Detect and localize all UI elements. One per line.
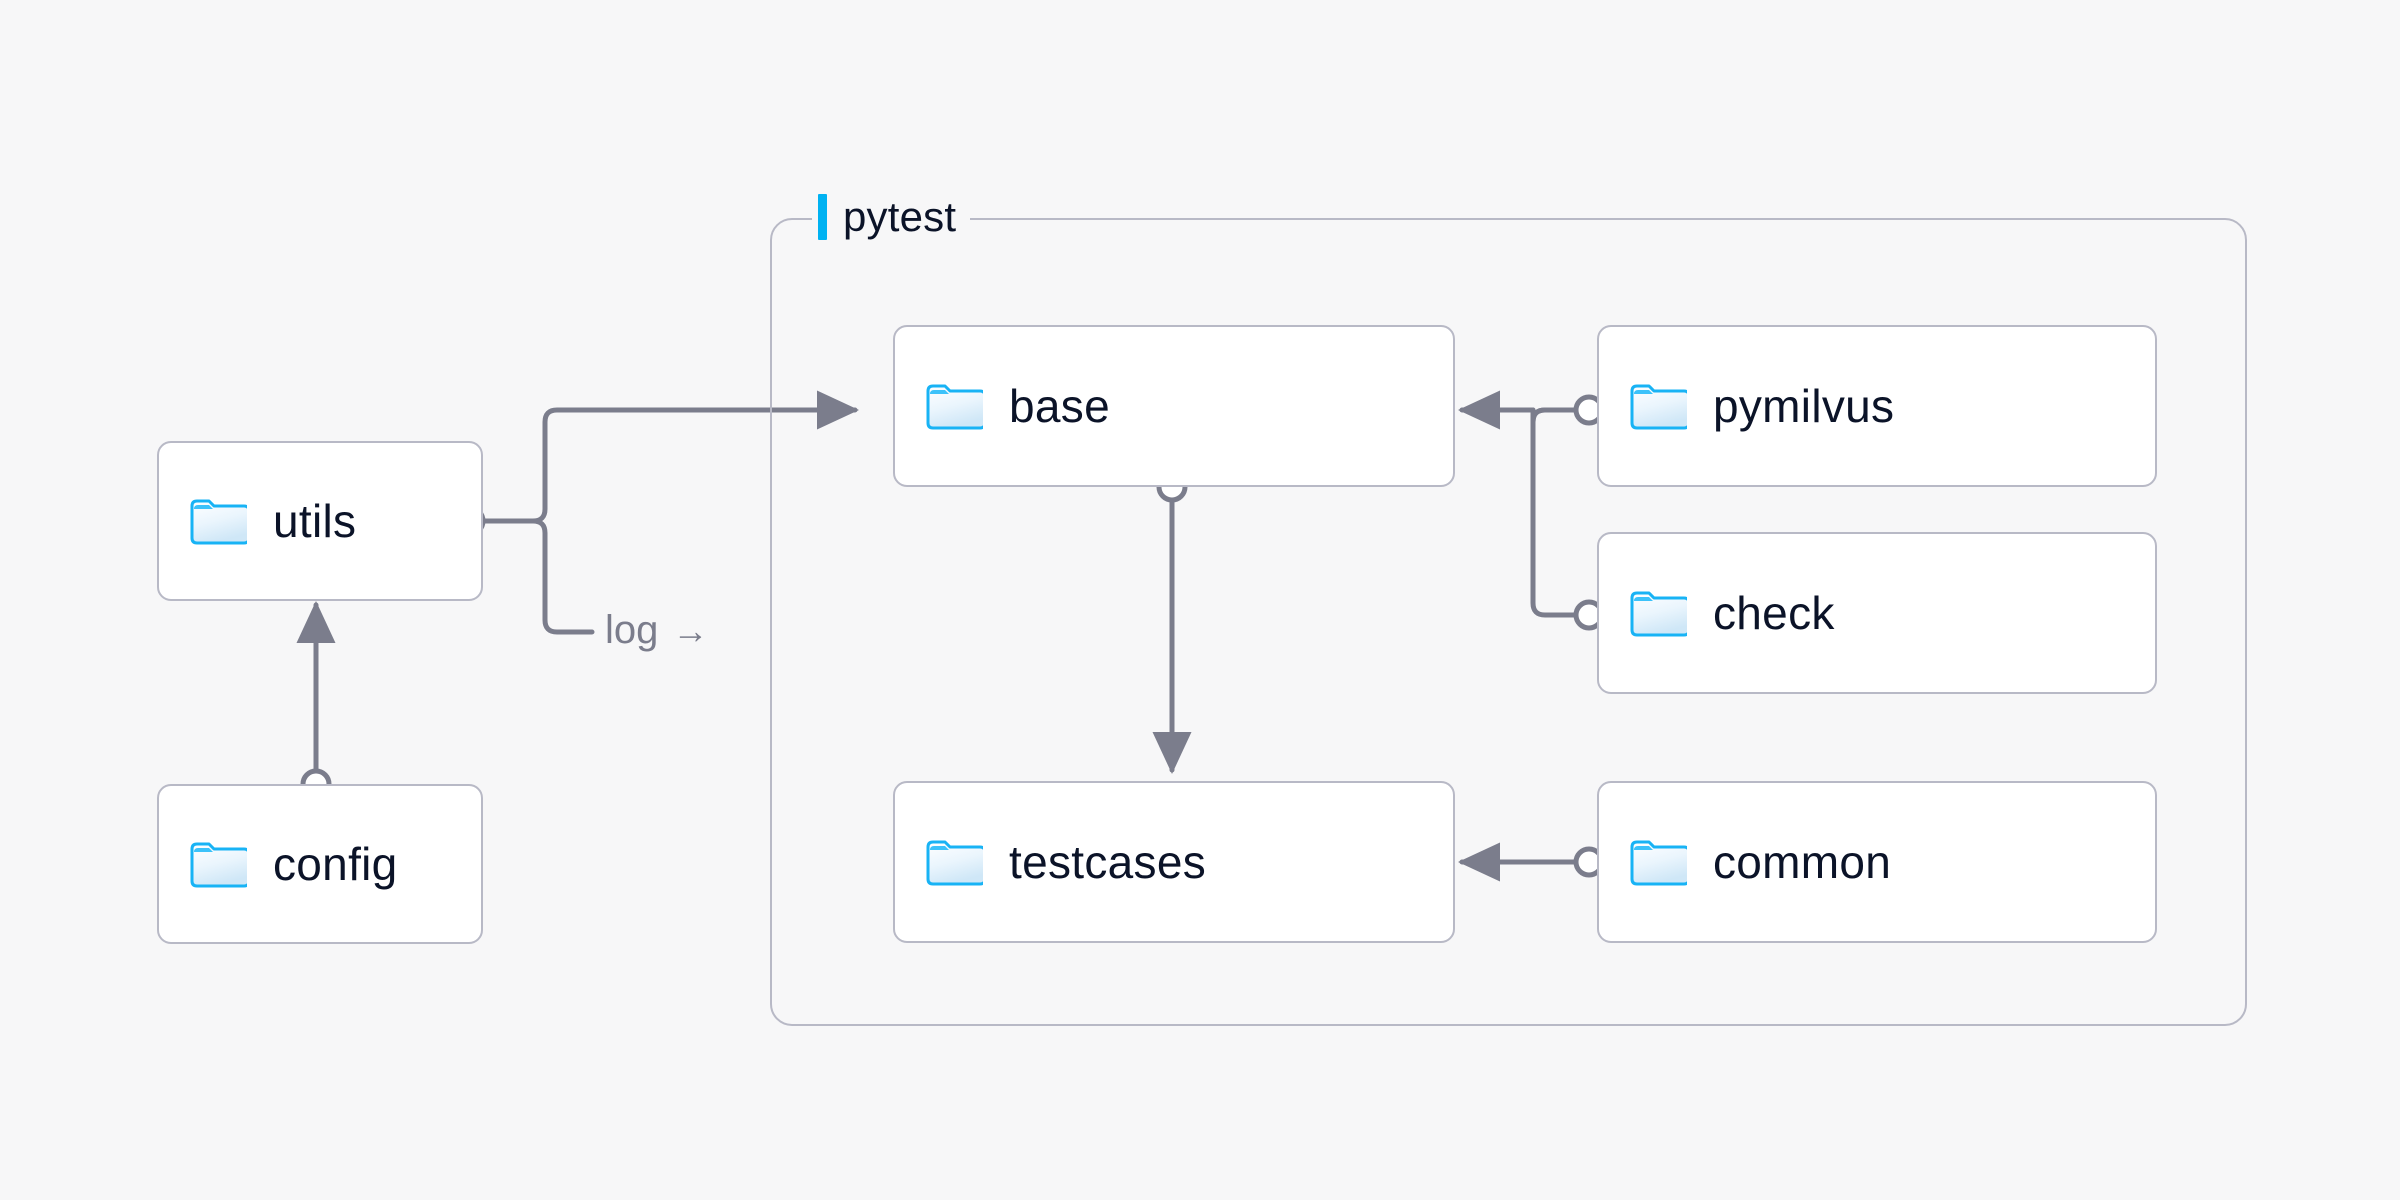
folder-icon — [1630, 384, 1687, 430]
node-common[interactable]: common — [1597, 781, 2157, 943]
node-config-label: config — [273, 838, 398, 890]
edge-utils-to-log — [517, 518, 595, 635]
node-testcases[interactable]: testcases — [893, 781, 1455, 943]
node-config[interactable]: config — [157, 784, 483, 944]
pytest-group-container — [770, 218, 2247, 1026]
folder-icon — [1630, 591, 1687, 637]
node-check-label: check — [1713, 587, 1835, 639]
edge-label-log: log → — [605, 608, 708, 653]
node-base[interactable]: base — [893, 325, 1455, 487]
pytest-group-label: pytest — [812, 190, 971, 244]
folder-icon — [926, 384, 983, 430]
folder-icon — [926, 840, 983, 886]
edge-label-log-text: log — [605, 608, 659, 652]
node-common-label: common — [1713, 836, 1892, 888]
node-check[interactable]: check — [1597, 532, 2157, 694]
folder-icon — [1630, 840, 1687, 886]
folder-icon — [190, 842, 247, 888]
node-base-label: base — [1009, 380, 1110, 432]
accent-bar-icon — [818, 194, 827, 240]
node-utils[interactable]: utils — [157, 441, 483, 601]
node-testcases-label: testcases — [1009, 836, 1207, 888]
node-pymilvus-label: pymilvus — [1713, 380, 1895, 432]
pytest-group-label-text: pytest — [843, 193, 957, 240]
node-pymilvus[interactable]: pymilvus — [1597, 325, 2157, 487]
arrow-right-icon: → — [672, 609, 709, 651]
folder-icon — [190, 499, 247, 545]
node-utils-label: utils — [273, 495, 357, 547]
